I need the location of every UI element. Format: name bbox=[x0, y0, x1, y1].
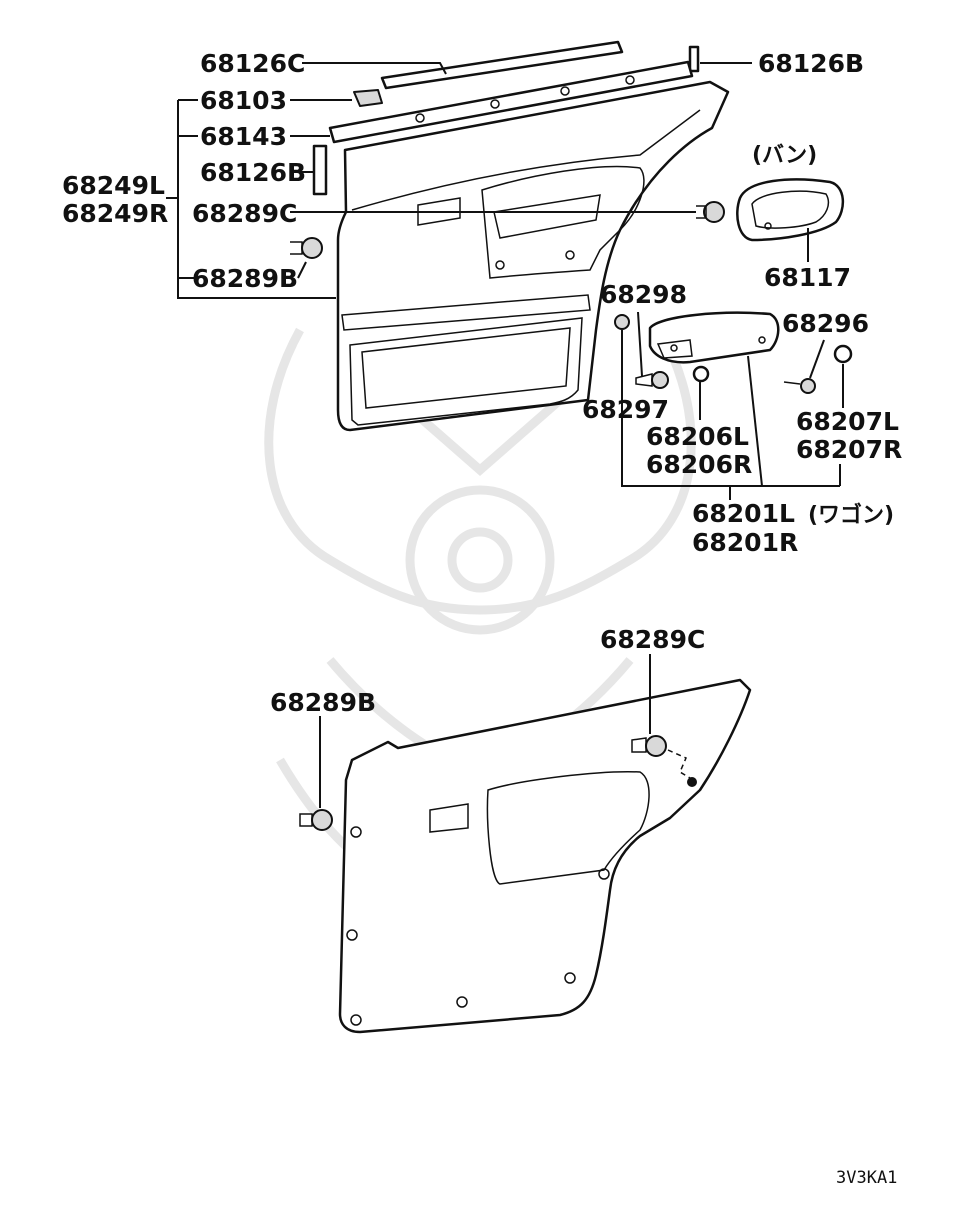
door-trim-panel bbox=[336, 80, 730, 432]
leader-lines-top bbox=[166, 62, 844, 500]
leader-lines-bottom bbox=[319, 654, 651, 808]
diagram-code: 3V3KA1 bbox=[836, 1168, 897, 1188]
note-wagon: (ワゴン) bbox=[808, 502, 894, 528]
armrest-68201 bbox=[648, 311, 780, 364]
label-68117: 68117 bbox=[764, 263, 851, 292]
label-68298: 68298 bbox=[600, 280, 687, 309]
label-68126C: 68126C bbox=[200, 49, 305, 78]
screw-68296 bbox=[783, 378, 816, 394]
clip-68289B-top bbox=[290, 237, 323, 259]
clip-68289C-bottom bbox=[631, 735, 691, 779]
label-68207R: 68207R bbox=[796, 435, 902, 464]
cap-68298 bbox=[614, 314, 630, 330]
weatherstrip-68126B-top bbox=[688, 45, 700, 73]
cap-68207 bbox=[833, 344, 853, 364]
label-68126B-top: 68126B bbox=[758, 49, 864, 78]
weatherstrip-68126B-left bbox=[312, 144, 328, 196]
clip-68289B-bottom bbox=[299, 809, 333, 831]
label-68249L: 68249L bbox=[62, 171, 165, 200]
inner-panel bbox=[338, 678, 752, 1034]
note-van: (バン) bbox=[752, 143, 817, 168]
label-68297: 68297 bbox=[582, 395, 669, 424]
label-68289B-bottom: 68289B bbox=[270, 688, 376, 717]
label-68201L: 68201L bbox=[692, 499, 795, 528]
cap-68206 bbox=[692, 365, 710, 383]
clip-68289C-top bbox=[696, 201, 725, 223]
label-68296: 68296 bbox=[782, 309, 869, 338]
clip-68103 bbox=[353, 89, 383, 107]
label-68249R: 68249R bbox=[62, 199, 168, 228]
label-68126B-left: 68126B bbox=[200, 158, 306, 187]
label-68143: 68143 bbox=[200, 122, 287, 151]
label-68289B-top: 68289B bbox=[192, 264, 298, 293]
panel-hole-dot bbox=[687, 777, 697, 787]
clip-68297 bbox=[635, 371, 669, 389]
label-68206R: 68206R bbox=[646, 450, 752, 479]
label-68206L: 68206L bbox=[646, 422, 749, 451]
label-68289C-top: 68289C bbox=[192, 199, 297, 228]
weatherstrip-68126C bbox=[380, 40, 624, 90]
label-68201R: 68201R bbox=[692, 528, 798, 557]
label-68207L: 68207L bbox=[796, 407, 899, 436]
label-68289C-bottom: 68289C bbox=[600, 625, 705, 654]
label-68103: 68103 bbox=[200, 86, 287, 115]
handle-escutcheon-68117 bbox=[736, 178, 844, 242]
